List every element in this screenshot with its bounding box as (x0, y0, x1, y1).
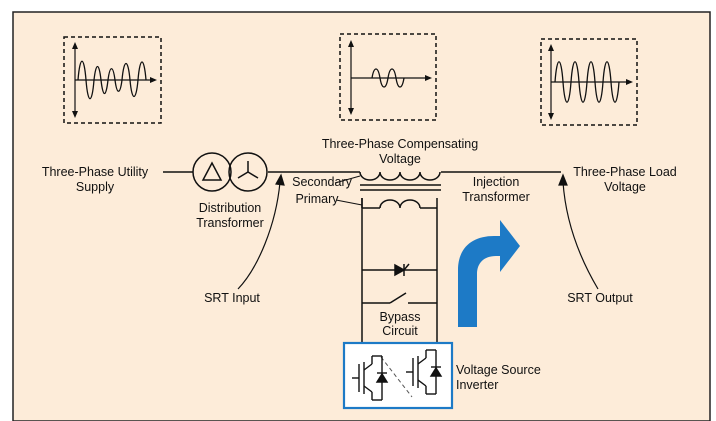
delta-winding-icon (201, 161, 223, 181)
thyristor-branch (362, 263, 437, 277)
inverter-box (342, 341, 454, 410)
bypass-circuit-label-2: Circuit (382, 324, 418, 338)
load-waveform (554, 61, 620, 103)
primary-label: Primary (295, 192, 339, 206)
load-voltage-label-2: Voltage (604, 180, 646, 194)
igbt-icon (406, 349, 443, 395)
igbt-icon (352, 355, 389, 401)
injection-transformer-label: Injection (473, 175, 520, 189)
bypass-switch-branch (362, 292, 437, 304)
compensating-waveform-panel (339, 33, 437, 121)
supply-waveform (77, 60, 147, 100)
secondary-label: Secondary (292, 175, 353, 189)
curved-arrow-icon (458, 220, 520, 327)
utility-supply-label-2: Supply (76, 180, 115, 194)
srt-input-callout (237, 173, 285, 290)
srt-output-callout (558, 173, 599, 290)
secondary-leader (334, 175, 361, 184)
bypass-switch-icon (389, 292, 407, 304)
compensating-voltage-label-2: Voltage (379, 152, 421, 166)
supply-waveform-panel (63, 36, 162, 124)
distribution-transformer-label: Distribution (199, 201, 262, 215)
srt-output-label: SRT Output (567, 291, 633, 305)
load-waveform-panel (540, 38, 638, 126)
distribution-transformer-label-2: Transformer (196, 216, 264, 230)
compensating-voltage-label: Three-Phase Compensating (322, 137, 478, 151)
load-voltage-label: Three-Phase Load (573, 165, 677, 179)
compensating-waveform (371, 68, 405, 88)
voltage-source-inverter-label-2: Inverter (456, 378, 498, 392)
utility-supply-label: Three-Phase Utility (42, 165, 149, 179)
primary-leader (335, 199, 363, 206)
thyristor-icon (394, 263, 410, 277)
srt-input-label: SRT Input (204, 291, 260, 305)
voltage-source-inverter-label: Voltage Source (456, 363, 541, 377)
injection-transformer-label-2: Transformer (462, 190, 530, 204)
bypass-circuit-label: Bypass (380, 310, 421, 324)
wye-winding-icon (237, 161, 259, 179)
distribution-transformer-symbol (192, 152, 268, 192)
